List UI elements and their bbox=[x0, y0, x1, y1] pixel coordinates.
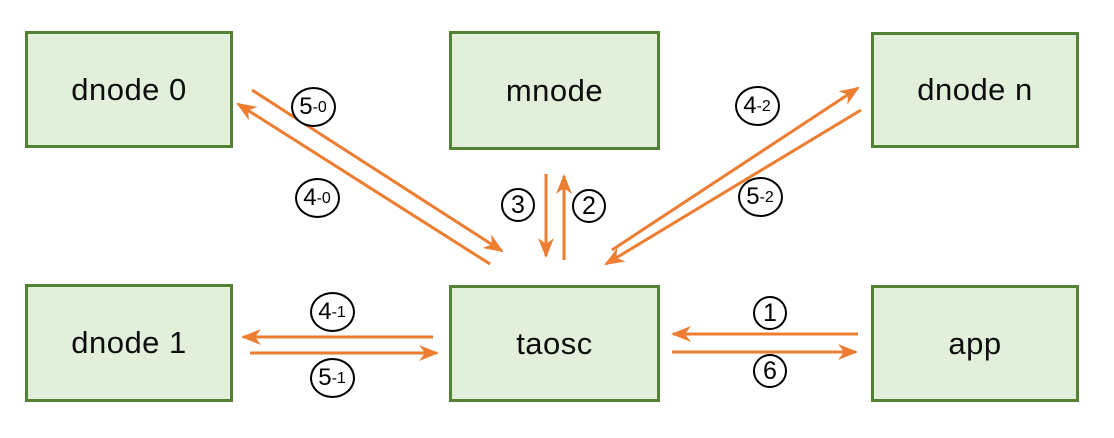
edge-label-5-0-text: 5 bbox=[299, 93, 313, 120]
node-taosc: taosc bbox=[449, 285, 660, 402]
edge-label-2: 2 bbox=[572, 189, 606, 223]
edge-label-6-text: 6 bbox=[763, 356, 777, 385]
edge-label-4-2-text: 4 bbox=[743, 92, 757, 119]
arrow-dnoden-to-taosc bbox=[604, 108, 862, 266]
arrow-taosc-to-dnode0 bbox=[236, 102, 491, 266]
edge-label-5-1: 5-1 bbox=[309, 358, 355, 398]
node-dnode-0: dnode 0 bbox=[25, 31, 233, 148]
node-dnode-n: dnode n bbox=[871, 32, 1079, 148]
edge-label-6: 6 bbox=[753, 354, 787, 388]
edge-label-1: 1 bbox=[753, 296, 787, 330]
edge-label-5-2: 5-2 bbox=[737, 177, 783, 217]
node-dnode-1-label: dnode 1 bbox=[71, 325, 187, 360]
node-dnode-0-label: dnode 0 bbox=[71, 71, 187, 107]
node-taosc-label: taosc bbox=[516, 325, 593, 361]
node-dnode-n-label: dnode n bbox=[917, 72, 1033, 107]
arrow-taosc-to-dnoden bbox=[611, 86, 860, 252]
edge-label-4-1: 4-1 bbox=[309, 292, 355, 332]
edge-label-5-0: 5-0 bbox=[290, 87, 336, 127]
node-app: app bbox=[871, 285, 1079, 402]
node-mnode: mnode bbox=[449, 31, 660, 150]
edge-label-2-text: 2 bbox=[582, 191, 596, 220]
node-app-label: app bbox=[948, 325, 1002, 361]
edge-label-3-text: 3 bbox=[511, 190, 525, 219]
edge-label-3: 3 bbox=[501, 188, 535, 222]
edge-label-5-2-text: 5 bbox=[746, 183, 760, 210]
edge-label-5-1-text: 5 bbox=[318, 364, 332, 391]
edge-label-4-1-text: 4 bbox=[318, 298, 332, 325]
edge-label-1-text: 1 bbox=[763, 298, 777, 327]
node-mnode-label: mnode bbox=[505, 72, 604, 108]
node-dnode-1: dnode 1 bbox=[25, 284, 233, 402]
edge-label-4-0: 4-0 bbox=[294, 178, 340, 218]
edge-label-4-2: 4-2 bbox=[734, 86, 780, 126]
edge-label-4-0-text: 4 bbox=[303, 184, 317, 211]
